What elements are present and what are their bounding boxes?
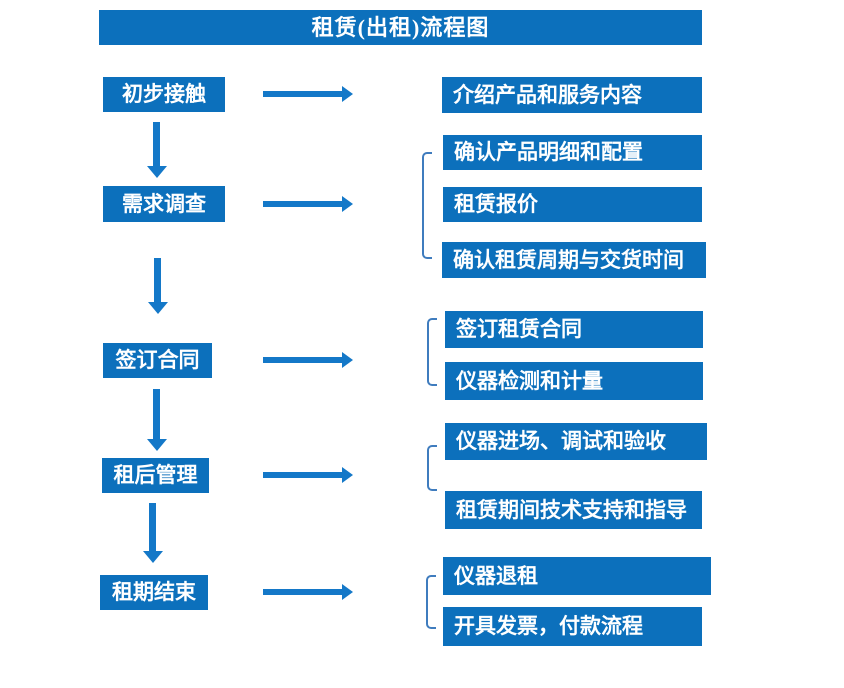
- arrow-head-icon: [342, 352, 353, 368]
- arrow-head-icon: [342, 196, 353, 212]
- group-bracket-2: [422, 152, 432, 259]
- group-bracket-5: [426, 575, 436, 629]
- step-box-sign-contract: 签订合同: [103, 343, 212, 378]
- arrow-shaft: [149, 503, 156, 552]
- arrow-head-icon: [342, 584, 353, 600]
- right-arrow-3: [263, 352, 353, 368]
- step-box-demand-survey: 需求调查: [103, 186, 225, 222]
- arrow-head-icon: [148, 302, 168, 314]
- arrow-shaft: [263, 201, 344, 207]
- detail-box-sign-rental-contract: 签订租赁合同: [445, 311, 703, 348]
- detail-box-confirm-rental-period: 确认租赁周期与交货时间: [442, 242, 706, 278]
- step-box-rental-end: 租期结束: [100, 575, 208, 610]
- detail-box-instrument-setup-acceptance: 仪器进场、调试和验收: [445, 423, 707, 460]
- arrow-shaft: [153, 122, 160, 167]
- detail-box-rental-quotation: 租赁报价: [443, 187, 702, 222]
- arrow-shaft: [263, 589, 344, 595]
- down-arrow-2: [148, 258, 168, 314]
- arrow-shaft: [153, 389, 160, 440]
- flowchart-title-bar: 租赁(出租)流程图: [99, 10, 702, 45]
- arrow-head-icon: [147, 166, 167, 178]
- detail-box-instrument-return: 仪器退租: [443, 557, 711, 595]
- detail-box-confirm-product-details: 确认产品明细和配置: [443, 135, 702, 170]
- right-arrow-2: [263, 196, 353, 212]
- arrow-head-icon: [342, 86, 353, 102]
- detail-box-technical-support: 租赁期间技术支持和指导: [445, 491, 702, 529]
- detail-box-introduce-products: 介绍产品和服务内容: [442, 77, 702, 113]
- arrow-shaft: [263, 472, 344, 478]
- detail-box-invoice-payment: 开具发票，付款流程: [443, 607, 702, 646]
- step-box-post-rental-management: 租后管理: [102, 458, 209, 493]
- arrow-head-icon: [342, 467, 353, 483]
- arrow-shaft: [263, 357, 344, 363]
- arrow-shaft: [263, 91, 344, 97]
- arrow-head-icon: [143, 551, 163, 563]
- right-arrow-1: [263, 86, 353, 102]
- down-arrow-4: [143, 503, 163, 563]
- group-bracket-3: [427, 318, 437, 386]
- arrow-head-icon: [147, 439, 167, 451]
- step-box-initial-contact: 初步接触: [103, 77, 225, 112]
- down-arrow-1: [147, 122, 167, 178]
- detail-box-instrument-inspection: 仪器检测和计量: [445, 362, 703, 400]
- down-arrow-3: [147, 389, 167, 451]
- right-arrow-4: [263, 467, 353, 483]
- group-bracket-4: [427, 445, 437, 491]
- right-arrow-5: [263, 584, 353, 600]
- arrow-shaft: [154, 258, 161, 303]
